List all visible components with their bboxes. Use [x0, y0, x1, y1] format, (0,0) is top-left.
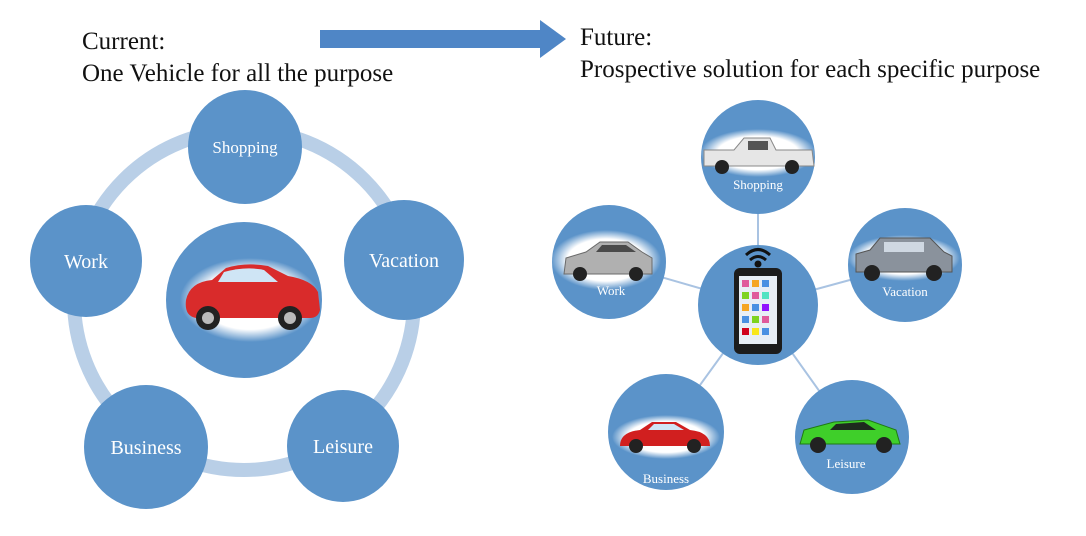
current-label-work: Work: [64, 251, 108, 273]
future-center-node: [698, 245, 818, 365]
future-label-leisure: Leisure: [827, 456, 866, 471]
current-subtitle: One Vehicle for all the purpose: [82, 60, 394, 87]
future-node-leisure: Leisure: [795, 380, 909, 494]
future-label-vacation: Vacation: [882, 284, 928, 299]
current-center-node: [166, 222, 322, 378]
current-node-business: Business: [84, 385, 208, 509]
current-node-shopping: Shopping: [188, 90, 302, 204]
classic-car-icon: [620, 422, 710, 453]
current-label-leisure: Leisure: [313, 436, 373, 458]
future-node-business: Business: [608, 374, 724, 490]
smartphone-icon: [734, 268, 782, 354]
suv-icon: [855, 237, 953, 281]
future-node-vacation: Vacation: [848, 208, 962, 322]
current-node-vacation: Vacation: [344, 200, 464, 320]
future-node-work: Work: [551, 205, 666, 319]
future-label-work: Work: [597, 283, 626, 298]
future-title: Future:: [580, 24, 653, 51]
wifi-icon: [744, 248, 772, 268]
current-node-leisure: Leisure: [287, 390, 399, 502]
future-subtitle: Prospective solution for each specific p…: [580, 56, 1041, 83]
current-title: Current:: [82, 28, 166, 55]
sedan-icon: [563, 241, 653, 281]
future-label-business: Business: [643, 471, 689, 486]
current-node-work: Work: [30, 205, 142, 317]
current-label-business: Business: [110, 437, 181, 459]
pickup-truck-icon: [703, 137, 815, 174]
car-icon: [185, 264, 320, 330]
current-label-shopping: Shopping: [212, 138, 278, 157]
current-label-vacation: Vacation: [369, 250, 439, 272]
future-node-shopping: Shopping: [700, 100, 816, 214]
transition-arrow: [320, 20, 566, 58]
sports-car-icon: [799, 419, 901, 453]
future-label-shopping: Shopping: [733, 177, 783, 192]
